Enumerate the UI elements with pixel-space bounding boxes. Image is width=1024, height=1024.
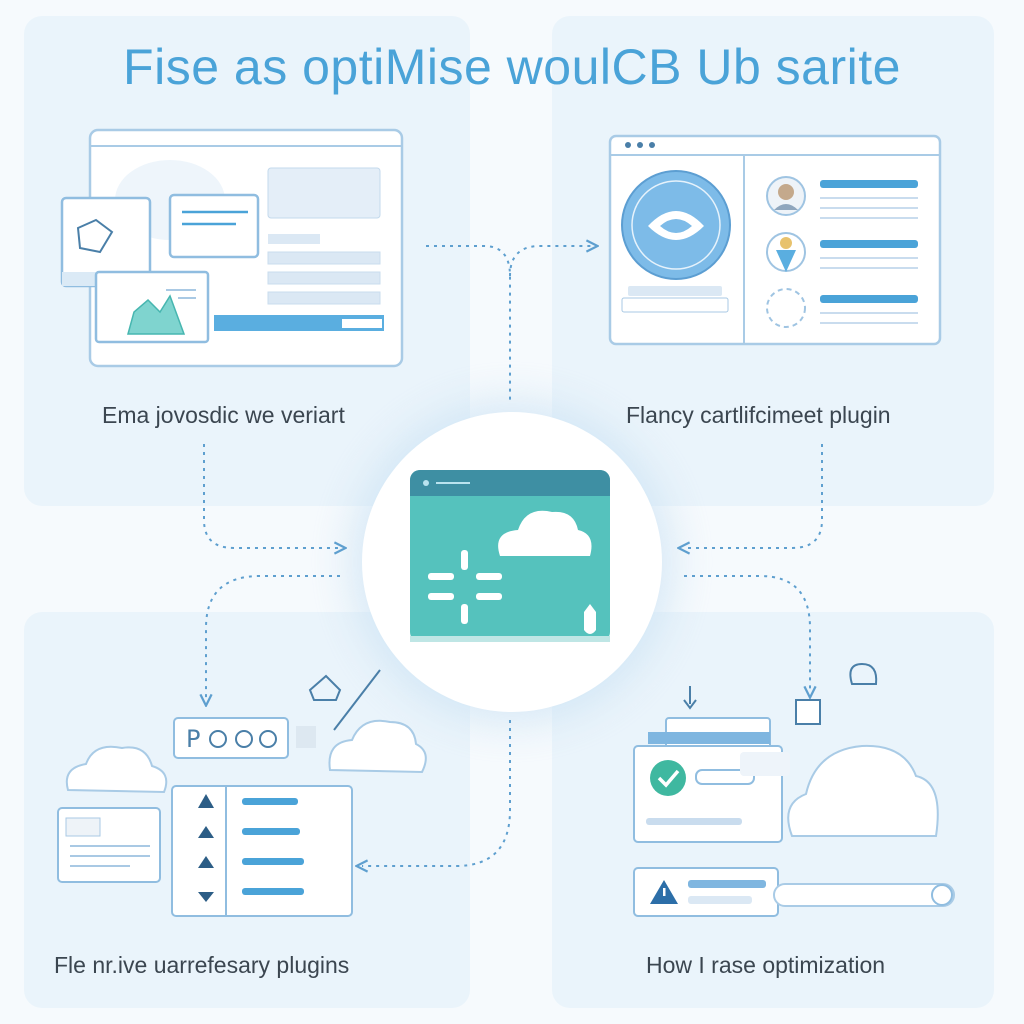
caption-bottom-right: How I rase optimization	[646, 952, 886, 978]
optimization-illustration	[633, 662, 955, 917]
caption-top-right: Flancy cartlifcimeet plugin	[626, 402, 891, 428]
svg-text:P: P	[186, 725, 200, 753]
plugin-window-illustration	[608, 134, 942, 346]
page-title: Fise as optiMise woulCB Ub sarite	[123, 39, 901, 95]
caption-bottom-left: Fle nr.ive uarrefesary plugins	[54, 952, 350, 978]
caption-top-left: Ema jovosdic we veriart	[102, 402, 345, 428]
dashboard-window-illustration	[60, 128, 404, 368]
connector-lines	[204, 246, 823, 866]
center-app-window	[410, 470, 610, 642]
plugin-list-illustration: P	[57, 669, 427, 917]
